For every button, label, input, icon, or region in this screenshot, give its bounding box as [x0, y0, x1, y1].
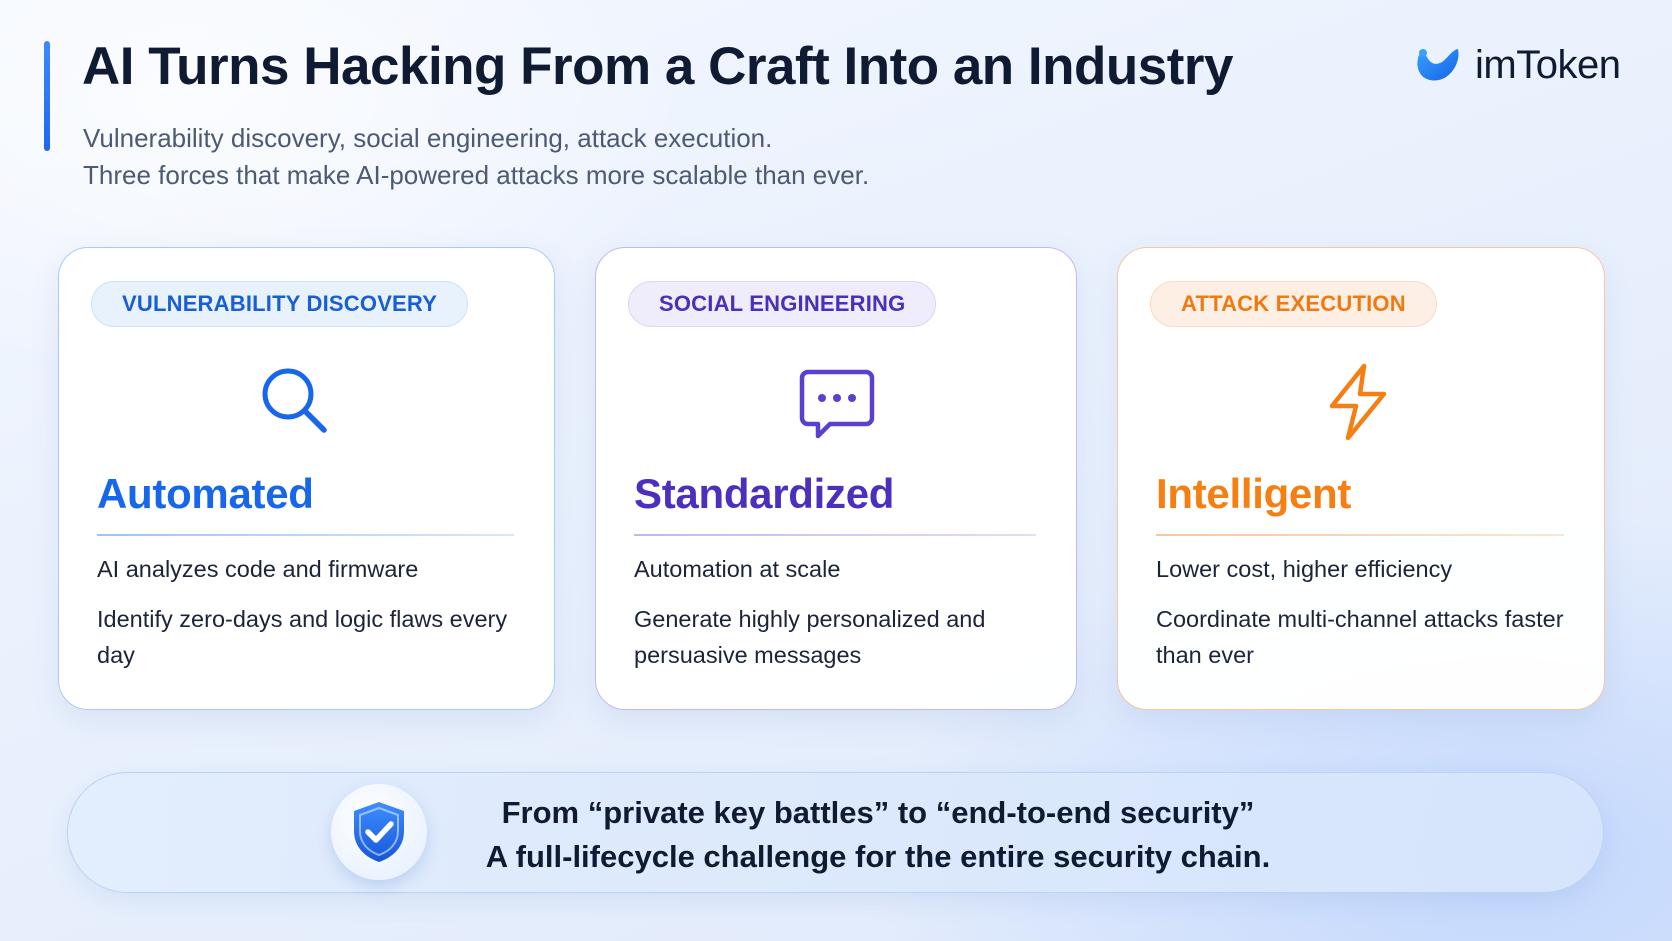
card-title: Intelligent	[1156, 470, 1352, 517]
banner-line-2: A full-lifecycle challenge for the entir…	[485, 839, 1271, 874]
card-vulnerability-discovery: VULNERABILITY DISCOVERY Automated AI ana…	[58, 247, 555, 710]
lightning-icon	[1329, 363, 1387, 441]
page-title: AI Turns Hacking From a Craft Into an In…	[82, 37, 1233, 96]
card-divider	[1156, 534, 1564, 536]
banner-message: From “private key battles” to “end-to-en…	[448, 791, 1308, 879]
brand-name: imToken	[1475, 42, 1621, 87]
card-title: Standardized	[634, 470, 895, 517]
card-divider	[634, 534, 1036, 536]
card-attack-execution: ATTACK EXECUTION Intelligent Lower cost,…	[1117, 247, 1605, 710]
card-point-2: Identify zero-days and logic flaws every…	[97, 606, 508, 668]
category-tag: VULNERABILITY DISCOVERY	[91, 281, 469, 327]
card-divider	[97, 534, 514, 536]
card-point-1: AI analyzes code and firmware	[97, 556, 419, 582]
card-point-1: Automation at scale	[634, 556, 841, 582]
brand-logo: imToken	[1415, 40, 1621, 90]
card-point-2: Generate highly personalized and persuas…	[634, 606, 986, 668]
banner-line-1: From “private key battles” to “end-to-en…	[501, 795, 1255, 830]
category-tag: ATTACK EXECUTION	[1150, 281, 1437, 327]
card-point-1: Lower cost, higher efficiency	[1156, 556, 1453, 582]
card-social-engineering: SOCIAL ENGINEERING Standardized Automati…	[595, 247, 1077, 710]
card-point-2: Coordinate multi-channel attacks faster …	[1156, 606, 1564, 668]
bottom-banner: From “private key battles” to “end-to-en…	[67, 772, 1604, 893]
page-subtitle: Vulnerability discovery, social engineer…	[83, 120, 869, 194]
shield-check-icon	[354, 802, 404, 862]
category-tag: SOCIAL ENGINEERING	[628, 281, 937, 327]
subtitle-line-2: Three forces that make AI-powered attack…	[83, 160, 870, 190]
subtitle-line-1: Vulnerability discovery, social engineer…	[83, 123, 773, 153]
imtoken-logo-icon	[1417, 49, 1459, 81]
title-accent-bar	[44, 41, 50, 151]
search-icon	[262, 368, 327, 433]
chat-bubble-icon	[799, 369, 875, 439]
shield-badge	[331, 784, 427, 880]
card-title: Automated	[97, 470, 314, 517]
